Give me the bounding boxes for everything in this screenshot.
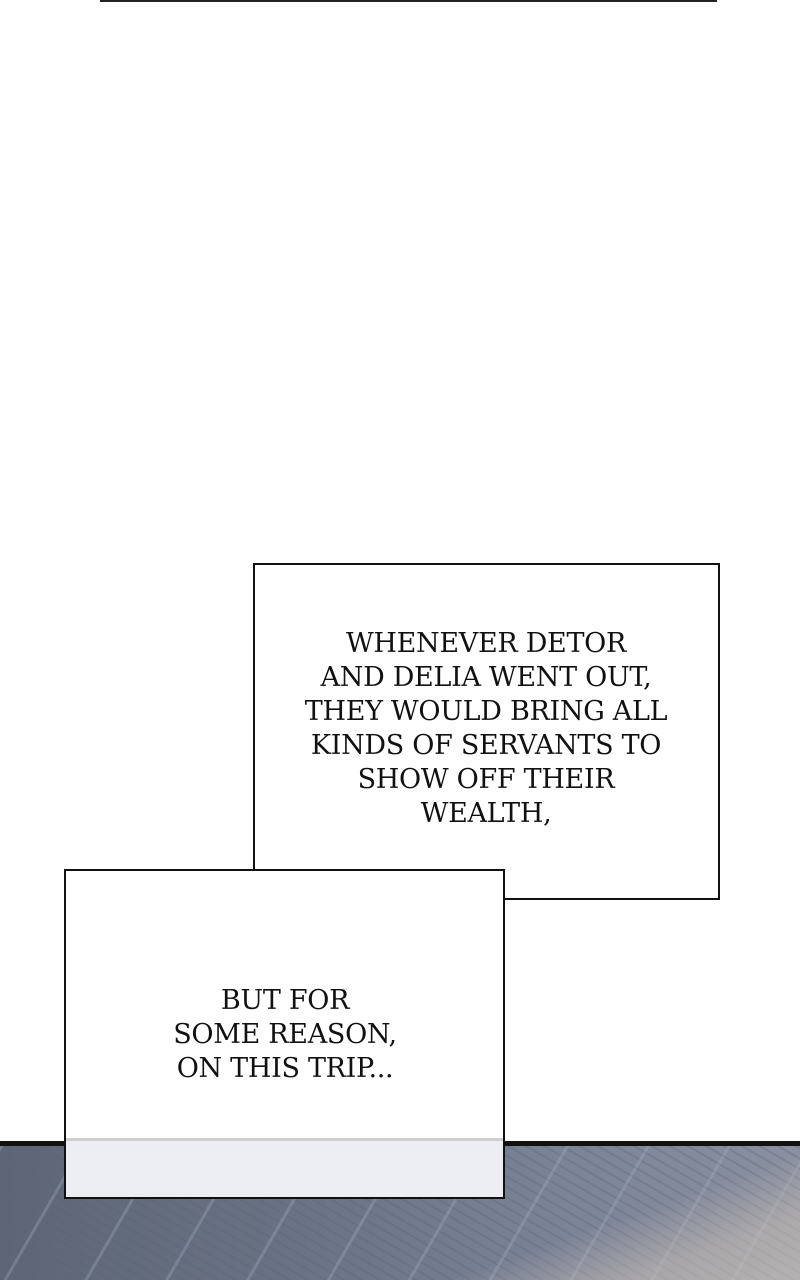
- caption-line: WEALTH,: [420, 798, 552, 829]
- caption-text-1: WHENEVER DETOR AND DELIA WENT OUT, THEY …: [270, 627, 702, 831]
- caption-line: ON THIS TRIP...: [176, 1053, 394, 1084]
- caption-line: BUT FOR: [220, 985, 350, 1016]
- caption-line: THEY WOULD BRING ALL: [304, 696, 668, 727]
- caption-box-fade: [66, 1138, 503, 1197]
- caption-box-2: [64, 869, 505, 1199]
- caption-line: WHENEVER DETOR: [345, 628, 627, 659]
- caption-line: SOME REASON,: [173, 1019, 397, 1050]
- caption-line: AND DELIA WENT OUT,: [320, 662, 652, 693]
- caption-text-2: BUT FOR SOME REASON, ON THIS TRIP...: [140, 984, 430, 1086]
- caption-line: SHOW OFF THEIR: [357, 764, 615, 795]
- caption-line: KINDS OF SERVANTS TO: [310, 730, 662, 761]
- caption-box-1: [253, 563, 720, 900]
- panel-border-top: [100, 0, 717, 2]
